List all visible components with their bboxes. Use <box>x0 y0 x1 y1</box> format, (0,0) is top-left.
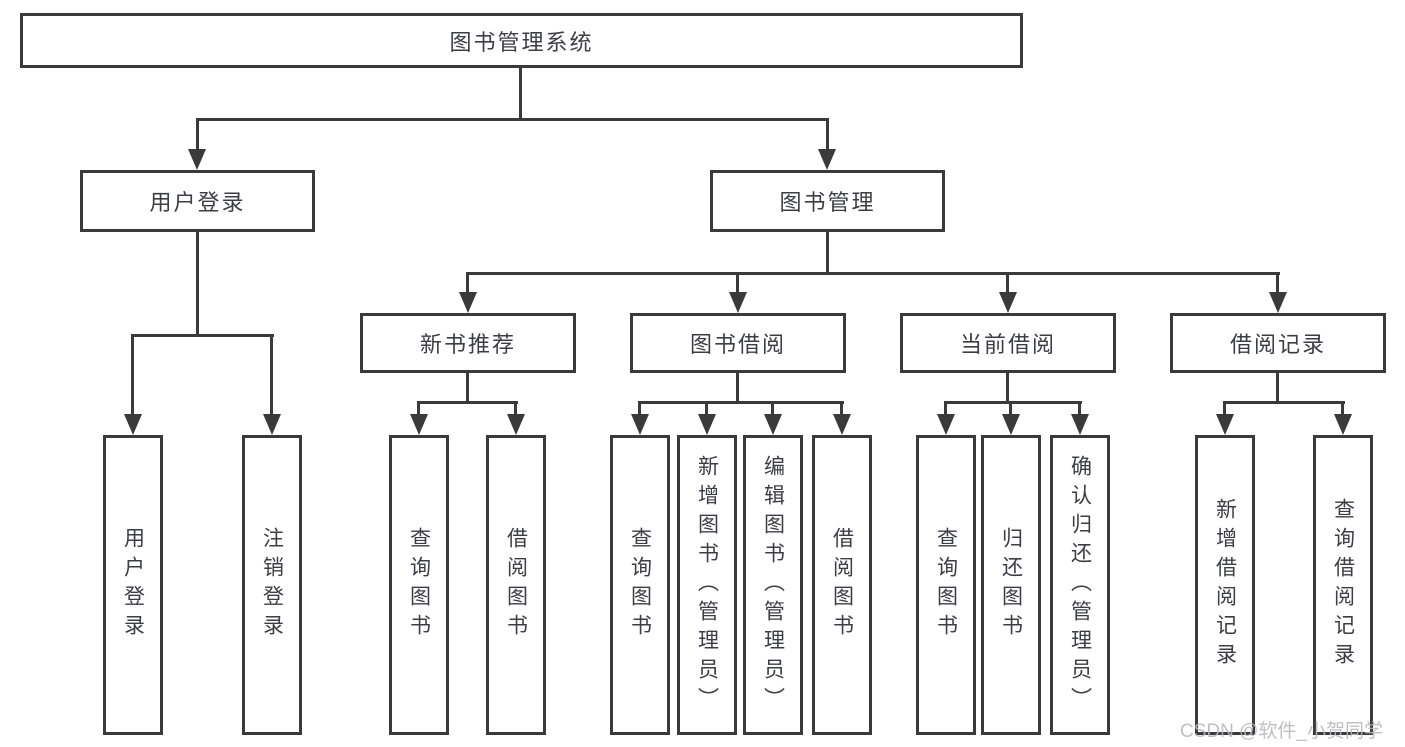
connector-book-borrow-stem <box>736 373 739 404</box>
arrowhead-down-icon <box>937 414 955 435</box>
leaf-borrow-books-label: 借阅图书 <box>830 527 854 643</box>
leaf-user-login-label: 用户登录 <box>121 527 145 643</box>
arrowhead-down-icon <box>1216 414 1234 435</box>
arrowhead-down-icon <box>410 414 428 435</box>
leaf-query-books-current: 查询图书 <box>916 435 976 735</box>
leaf-add-borrow-record-label: 新增借阅记录 <box>1213 498 1237 672</box>
arrowhead-down-icon <box>631 414 649 435</box>
leaf-edit-books-admin: 编辑图书（管理员） <box>743 435 803 735</box>
leaf-query-books-recommend: 查询图书 <box>389 435 449 735</box>
leaf-logout: 注销登录 <box>242 435 302 735</box>
connector-user-login-branch-line <box>131 334 274 337</box>
leaf-confirm-return-admin: 确认归还（管理员） <box>1050 435 1110 735</box>
leaf-return-books: 归还图书 <box>981 435 1041 735</box>
csdn-watermark: CSDN @软件_小贺同学 <box>1180 721 1383 742</box>
leaf-borrow-books-recommend-label: 借阅图书 <box>504 527 528 643</box>
arrowhead-down-icon <box>999 292 1017 313</box>
node-book-borrow-label: 图书借阅 <box>689 332 786 357</box>
connector-leaf-stem <box>944 401 947 417</box>
connector-to-leaf-logout <box>270 334 273 417</box>
node-new-book-recommend-label: 新书推荐 <box>419 332 516 357</box>
connector-leaf-stem <box>514 401 517 417</box>
connector-leaf-stem <box>1009 401 1012 417</box>
leaf-borrow-books-recommend: 借阅图书 <box>486 435 546 735</box>
connector-root-branch-line <box>196 118 829 121</box>
connector-to-user-login <box>196 118 199 152</box>
leaf-edit-books-admin-label: 编辑图书（管理员） <box>761 454 785 716</box>
leaf-add-borrow-record: 新增借阅记录 <box>1195 435 1255 735</box>
node-root-label: 图书管理系统 <box>449 29 594 55</box>
arrowhead-down-icon <box>818 149 836 170</box>
node-root: 图书管理系统 <box>20 13 1023 68</box>
leaf-borrow-books: 借阅图书 <box>812 435 872 735</box>
leaf-user-login: 用户登录 <box>103 435 163 735</box>
connector-leaf-stem <box>638 401 641 417</box>
node-current-borrow: 当前借阅 <box>900 313 1116 373</box>
connector-to-current-borrow <box>1006 272 1009 298</box>
leaf-add-books-admin-label: 新增图书（管理员） <box>695 454 719 716</box>
connector-user-login-stem <box>196 232 199 337</box>
leaf-query-books-borrow-label: 查询图书 <box>628 527 652 643</box>
arrowhead-down-icon <box>764 414 782 435</box>
connector-leaf-stem <box>1223 401 1226 417</box>
connector-new-book-recommend-branch-line <box>417 401 518 404</box>
leaf-add-books-admin: 新增图书（管理员） <box>677 435 737 735</box>
connector-leaf-stem <box>771 401 774 417</box>
arrowhead-down-icon <box>698 414 716 435</box>
arrowhead-down-icon <box>833 414 851 435</box>
connector-root-stem <box>519 68 522 120</box>
arrowhead-down-icon <box>1002 414 1020 435</box>
connector-current-borrow-branch-line <box>944 401 1082 404</box>
connector-to-leaf-user-login <box>131 334 134 417</box>
connector-book-borrow-branch-line <box>638 401 844 404</box>
node-borrow-record-label: 借阅记录 <box>1229 332 1326 357</box>
leaf-confirm-return-admin-label: 确认归还（管理员） <box>1068 454 1092 716</box>
arrowhead-down-icon <box>507 414 525 435</box>
connector-leaf-stem <box>1341 401 1344 417</box>
connector-leaf-stem <box>705 401 708 417</box>
connector-book-management-stem <box>826 232 829 275</box>
node-book-borrow: 图书借阅 <box>630 313 846 373</box>
arrowhead-down-icon <box>188 149 206 170</box>
connector-to-book-management <box>826 118 829 152</box>
connector-new-book-recommend-stem <box>466 373 469 404</box>
leaf-query-borrow-record-label: 查询借阅记录 <box>1331 498 1355 672</box>
leaf-query-books-recommend-label: 查询图书 <box>407 527 431 643</box>
connector-to-book-borrow <box>736 272 739 298</box>
connector-borrow-record-stem <box>1276 373 1279 404</box>
node-user-login-label: 用户登录 <box>149 190 246 215</box>
connector-leaf-stem <box>840 401 843 417</box>
connector-borrow-record-branch-line <box>1223 401 1345 404</box>
node-book-management-label: 图书管理 <box>779 190 876 215</box>
connector-to-new-book-recommend <box>466 272 469 298</box>
node-borrow-record: 借阅记录 <box>1170 313 1386 373</box>
connector-leaf-stem <box>417 401 420 417</box>
connector-to-borrow-record <box>1276 272 1279 298</box>
node-current-borrow-label: 当前借阅 <box>959 332 1056 357</box>
leaf-query-books-current-label: 查询图书 <box>934 527 958 643</box>
arrowhead-down-icon <box>1334 414 1352 435</box>
arrowhead-down-icon <box>124 414 142 435</box>
node-user-login: 用户登录 <box>80 170 315 232</box>
arrowhead-down-icon <box>459 292 477 313</box>
leaf-logout-label: 注销登录 <box>260 527 284 643</box>
arrowhead-down-icon <box>263 414 281 435</box>
leaf-return-books-label: 归还图书 <box>999 527 1023 643</box>
leaf-query-borrow-record: 查询借阅记录 <box>1313 435 1373 735</box>
connector-leaf-stem <box>1078 401 1081 417</box>
connector-book-management-branch-line <box>466 272 1280 275</box>
leaf-query-books-borrow: 查询图书 <box>610 435 670 735</box>
arrowhead-down-icon <box>1269 292 1287 313</box>
node-new-book-recommend: 新书推荐 <box>360 313 576 373</box>
connector-current-borrow-stem <box>1006 373 1009 404</box>
arrowhead-down-icon <box>1071 414 1089 435</box>
node-book-management: 图书管理 <box>710 170 945 232</box>
arrowhead-down-icon <box>729 292 747 313</box>
